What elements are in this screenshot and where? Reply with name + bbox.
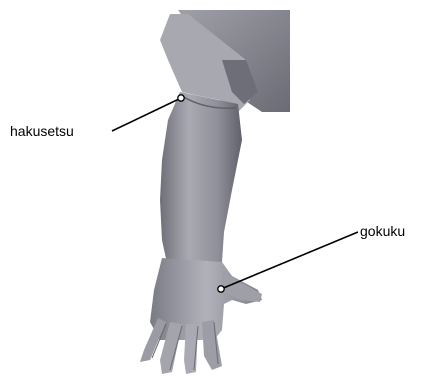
forearm-shape — [160, 92, 242, 270]
marker-point-1 — [178, 95, 184, 101]
label-point-2: gokuku — [360, 223, 405, 239]
marker-point-2 — [218, 286, 224, 292]
leader-line-2 — [221, 232, 358, 289]
label-point-1: hakusetsu — [10, 123, 74, 139]
